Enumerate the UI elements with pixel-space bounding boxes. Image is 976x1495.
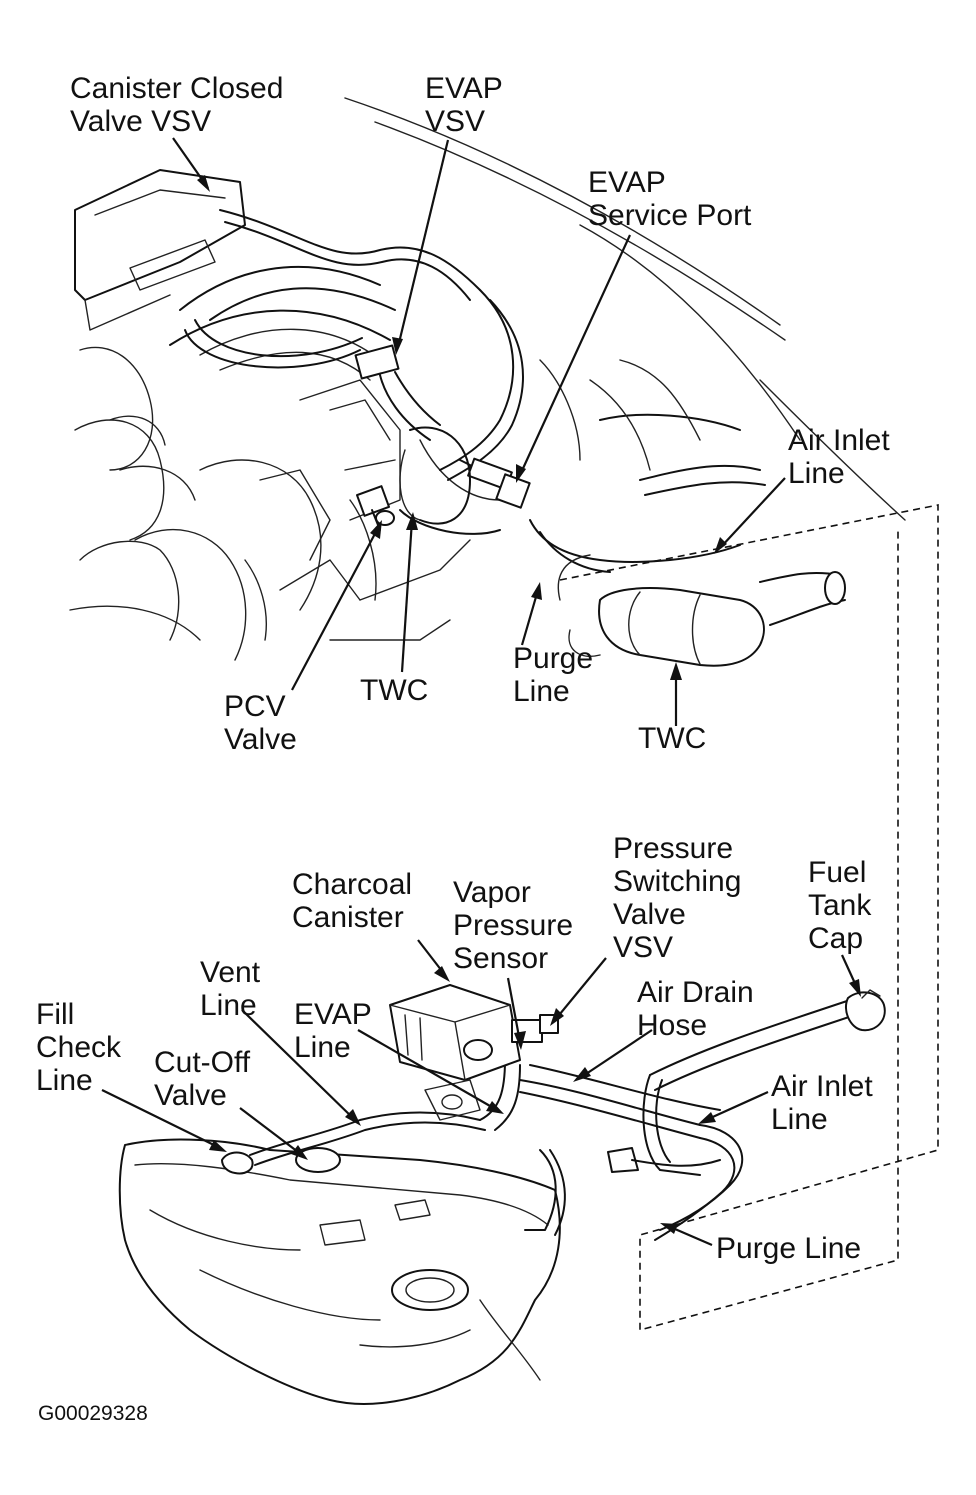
label-line: Canister Closed: [70, 72, 284, 105]
label-line: Cut-Off: [154, 1046, 251, 1079]
label-purge-line-top: Purge Line: [513, 642, 593, 708]
label-twc-right: TWC: [638, 722, 706, 755]
label-line: Fuel: [808, 856, 867, 889]
label-line: VSV: [425, 105, 486, 138]
label-line: Valve: [224, 723, 297, 756]
label-line: Line: [294, 1031, 351, 1064]
label-line: VSV: [613, 931, 674, 964]
label-line: Fill: [36, 998, 75, 1031]
label-purge-line-bottom: Purge Line: [716, 1232, 861, 1265]
label-line: Valve: [154, 1079, 227, 1112]
label-line: Pressure: [453, 909, 574, 942]
label-evap-service-port: EVAP Service Port: [588, 166, 751, 232]
label-canister-closed-valve-vsv: Canister Closed Valve VSV: [70, 72, 283, 138]
label-line: Valve VSV: [70, 105, 212, 138]
label-line: Hose: [637, 1009, 708, 1042]
label-line: Line: [200, 989, 257, 1022]
label-fuel-tank-cap: Fuel Tank Cap: [808, 856, 871, 955]
label-twc-left: TWC: [360, 674, 428, 707]
label-line: Vent: [200, 956, 261, 989]
label-vent-line: Vent Line: [200, 956, 260, 1022]
label-line: Pressure: [613, 832, 734, 865]
label-line: Charcoal: [292, 868, 413, 901]
label-line: Canister: [292, 901, 404, 934]
label-line: Switching: [613, 865, 742, 898]
label-evap-vsv: EVAP VSV: [425, 72, 503, 138]
label-line: Vapor: [453, 876, 531, 909]
label-line: Tank: [808, 889, 872, 922]
leader-lines: [101, 137, 861, 1247]
label-line: Air Inlet: [788, 424, 890, 457]
label-line: TWC: [360, 674, 429, 707]
label-line: Cap: [808, 922, 864, 955]
label-line: EVAP: [588, 166, 666, 199]
label-line: Line: [771, 1103, 828, 1136]
label-line: EVAP: [294, 998, 372, 1031]
label-line: TWC: [638, 722, 707, 755]
dashed-route-line: [559, 504, 939, 1332]
label-vapor-pressure-sensor: Vapor Pressure Sensor: [453, 876, 573, 975]
label-line: Sensor: [453, 942, 549, 975]
label-line: Air Drain: [637, 976, 754, 1009]
label-air-inlet-line-top: Air Inlet Line: [788, 424, 890, 490]
label-line: EVAP: [425, 72, 503, 105]
fuel-tank-drawing: [118, 984, 886, 1405]
label-line: Line: [36, 1064, 93, 1097]
label-line: Valve: [613, 898, 686, 931]
label-line: Line: [788, 457, 845, 490]
label-air-inlet-line-bottom: Air Inlet Line: [771, 1070, 873, 1136]
label-line: Check: [36, 1031, 122, 1064]
label-line: Service Port: [588, 199, 752, 232]
label-pcv-valve: PCV Valve: [224, 690, 297, 756]
label-air-drain-hose: Air Drain Hose: [637, 976, 754, 1042]
engine-compartment-drawing: [69, 97, 906, 667]
figure-code: G00029328: [38, 1402, 148, 1425]
label-cut-off-valve: Cut-Off Valve: [154, 1046, 250, 1112]
label-line: PCV: [224, 690, 286, 723]
label-line: Purge: [513, 642, 594, 675]
label-pressure-switching-valve-vsv: Pressure Switching Valve VSV: [613, 832, 741, 964]
label-line: Air Inlet: [771, 1070, 873, 1103]
label-fill-check-line: Fill Check Line: [36, 998, 121, 1097]
label-line: Line: [513, 675, 570, 708]
label-evap-line: EVAP Line: [294, 998, 372, 1064]
label-line: Purge Line: [716, 1232, 862, 1265]
label-charcoal-canister: Charcoal Canister: [292, 868, 412, 934]
